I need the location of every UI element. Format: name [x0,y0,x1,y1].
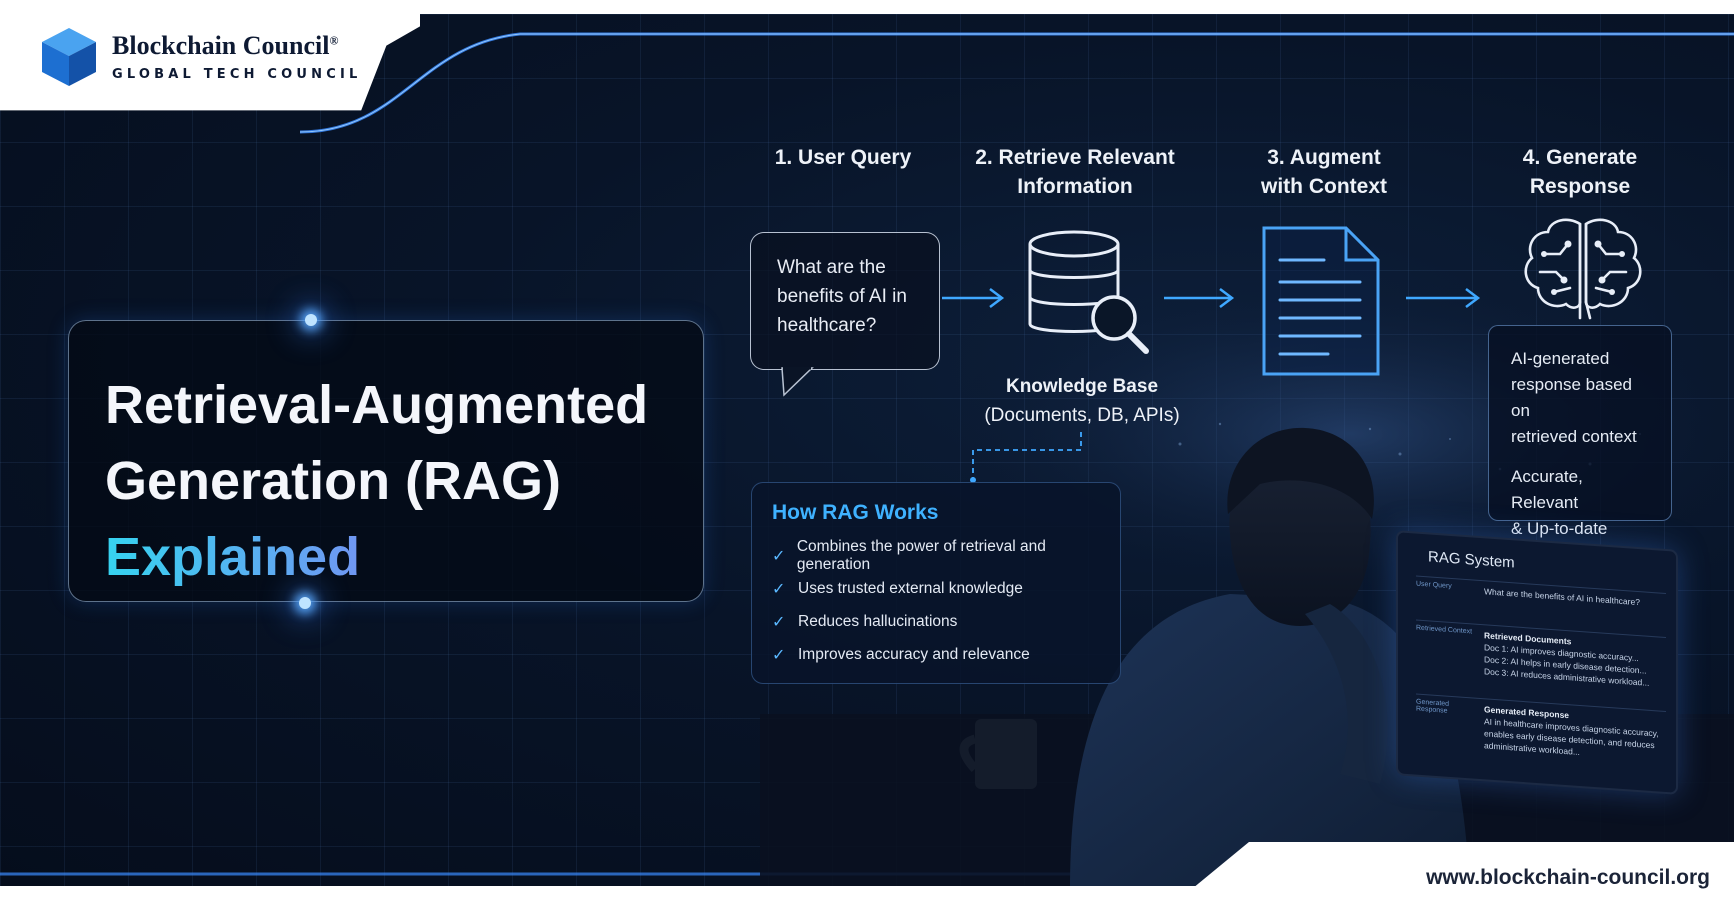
arrow-right-icon [942,288,1005,308]
list-item: ✓Uses trusted external knowledge [772,579,1023,598]
laptop-title: RAG System [1428,548,1515,572]
title-line-1: Retrieval-Augmented [105,375,649,435]
how-rag-list: ✓Combines the power of retrieval and gen… [772,537,1100,671]
page-title: Retrieval-Augmented Generation (RAG) Exp… [105,367,648,595]
list-item: ✓Improves accuracy and relevance [772,645,1030,664]
laptop-generated-row: Generated Response Generated Response AI… [1416,693,1666,792]
knowledge-base-label: Knowledge Base (Documents, DB, APIs) [984,376,1180,426]
laptop-screen: RAG System User Query What are the benef… [1396,530,1678,795]
step-1-title: 1. User Query [774,146,912,169]
arrow-right-icon [1406,288,1481,308]
glow-dot [305,314,317,326]
dashed-connector [970,432,1082,483]
speech-bubble-icon [781,367,814,397]
website-link[interactable]: www.blockchain-council.org [1426,866,1710,889]
list-item: ✓Reduces hallucinations [772,612,958,631]
arrow-right-icon [1164,288,1235,308]
cube-logo-icon [42,28,96,86]
footer-band [1170,842,1734,907]
title-line-3: Explained [105,519,648,595]
title-line-2: Generation (RAG) [105,451,562,511]
user-query-bubble: What are the benefits of AI in healthcar… [750,232,940,370]
title-card: Retrieval-Augmented Generation (RAG) Exp… [68,314,704,609]
how-rag-works-box: How RAG Works ✓Combines the power of ret… [751,482,1121,684]
brand-name: Blockchain Council® [112,30,339,60]
brand-tagline: GLOBAL TECH COUNCIL [112,66,362,82]
check-icon: ✓ [772,646,786,664]
brand-logo[interactable]: Blockchain Council® GLOBAL TECH COUNCIL [40,26,362,88]
database-search-icon [1028,230,1149,354]
response-box: AI-generated response based on retrieved… [1488,325,1672,538]
brain-circuit-icon [1524,218,1642,320]
document-icon [1262,226,1380,376]
check-icon: ✓ [772,613,786,631]
check-icon: ✓ [772,580,786,598]
list-item: ✓Combines the power of retrieval and gen… [772,537,1046,573]
glow-dot [299,597,311,609]
how-rag-title: How RAG Works [772,501,939,524]
check-icon: ✓ [772,547,786,565]
